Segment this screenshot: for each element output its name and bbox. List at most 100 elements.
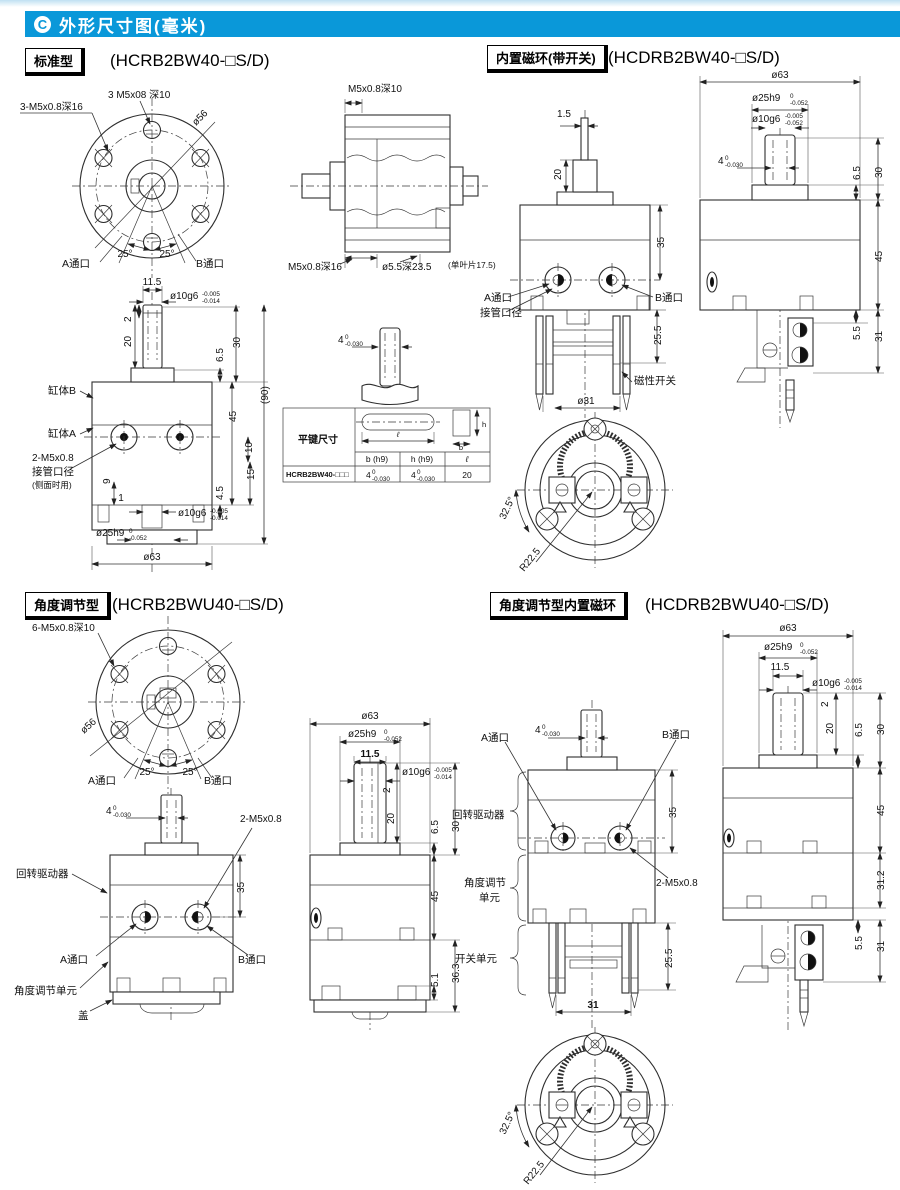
dim-label: 31 — [876, 940, 887, 952]
key-table-title: 平键尺寸 — [298, 433, 338, 446]
dim-label: ø5.5深23.5 — [382, 261, 432, 273]
tolerance: -0.014 — [434, 774, 452, 781]
dim-label: 30 — [876, 723, 887, 735]
dim-label: 4 — [106, 806, 112, 817]
angle-face-view: 6-M5x0.8深10 ø56 A通口 25° 25° B通口 — [32, 616, 248, 794]
dim-label: 3-M5x0.8深16 — [20, 101, 83, 113]
dim-label: 20 — [825, 722, 836, 734]
port-b-label: B通口 — [196, 258, 224, 270]
port-a-label: A通口 — [484, 292, 512, 304]
angle-magnet-bottom-view: 32.5° R22.5 — [498, 1027, 673, 1187]
pipe-port-label: 接管口径 — [32, 465, 74, 478]
key-h-symbol: h — [482, 420, 486, 429]
badge-standard-type: 标准型 — [25, 48, 86, 76]
cell-value: 20 — [462, 470, 472, 480]
dim-label: ø10g6 — [812, 678, 841, 689]
dim-label: 45 — [430, 890, 441, 902]
model-code-magnet: (HCDRB2BW40-□S/D) — [608, 48, 780, 67]
dim-label: 20 — [386, 812, 397, 824]
dim-label: 25° — [117, 249, 132, 260]
dim-label: 2-M5x0.8 — [32, 453, 74, 464]
dim-label: 20 — [123, 335, 134, 347]
tolerance: -0.030 — [725, 162, 743, 169]
side-use-note: (侧面时用) — [32, 480, 72, 490]
magnet-side-view: ø63 ø25h9 0 -0.052 ø10g6 -0.005 -0.052 4… — [699, 70, 885, 428]
tolerance: -0.014 — [202, 298, 220, 305]
cell-value: 4 — [366, 470, 371, 480]
port-b-label: B通口 — [238, 954, 266, 966]
angle-unit-label: 角度调节单元 — [14, 984, 77, 997]
dim-label: 35 — [656, 236, 667, 248]
dim-label: 31.2 — [876, 870, 887, 890]
tolerance: -0.030 — [345, 341, 363, 348]
key-table: 平键尺寸 ℓ b h b (h9) h (h9) ℓ HCRB2BW40-□□□… — [282, 407, 491, 483]
dim-label: 6.5 — [430, 820, 441, 834]
dim-label: 30 — [874, 166, 885, 178]
page-section-header: C 外形尺寸图(毫米) — [25, 11, 900, 37]
key-b-symbol: b — [459, 443, 463, 452]
dim-label: 10 — [244, 441, 255, 453]
tolerance: -0.005 — [210, 508, 228, 515]
col-header: h (h9) — [411, 454, 433, 464]
dim-label: 11.5 — [143, 277, 162, 288]
cylinder-a-label: 缸体A — [48, 427, 76, 440]
tolerance: 0 — [542, 724, 546, 731]
key-detail: 4 0 -0.030 — [338, 327, 419, 406]
dim-label: 9 — [102, 478, 113, 484]
dim-label: 4 — [535, 725, 541, 736]
port-b-label: B通口 — [662, 729, 690, 741]
magnet-front-view: 1.5 20 35 A通口 接管口径 B通口 25.5 磁性开关 ø31 — [480, 109, 683, 418]
magnet-bottom-view: 32.5° R22.5 — [498, 412, 673, 574]
model-code-angle: (HCRB2BWU40-□S/D) — [112, 595, 284, 614]
dim-label: ø25h9 — [348, 729, 377, 740]
dim-label: 6-M5x0.8深10 — [32, 622, 95, 634]
dim-label: 32.5° — [498, 495, 518, 521]
dim-label: R22.5 — [518, 546, 544, 574]
tolerance: -0.052 — [785, 120, 803, 127]
dim-label: M5x0.8深10 — [348, 83, 402, 95]
tolerance: -0.052 — [790, 100, 808, 107]
dim-label: 32.5° — [498, 1110, 518, 1136]
dim-label: 2 — [820, 701, 831, 707]
port-a-label: A通口 — [481, 732, 509, 744]
cylinder-b-label: 缸体B — [48, 384, 76, 397]
dim-label: ø56 — [190, 108, 210, 128]
dim-label: ø31 — [577, 396, 595, 407]
tolerance: -0.052 — [800, 649, 818, 656]
dim-label: ø10g6 — [402, 767, 431, 778]
dim-label: 45 — [874, 250, 885, 262]
dim-label: M5x0.8深16 — [288, 261, 342, 273]
port-b-label: B通口 — [655, 292, 683, 304]
standard-face-view: 3-M5x0.8深16 3 M5x08 深10 ø56 A通口 25° 25° … — [20, 89, 232, 278]
port-b-label: B通口 — [204, 775, 232, 787]
dim-label: ø56 — [79, 716, 99, 736]
dim-label: 45 — [876, 804, 887, 816]
tolerance: 0 — [790, 93, 794, 100]
dim-label: R22.5 — [522, 1159, 548, 1187]
col-header: b (h9) — [366, 454, 388, 464]
dim-label: ø63 — [361, 711, 379, 722]
tolerance: 0 — [372, 469, 376, 476]
dim-label: 25° — [182, 767, 197, 778]
dim-label: 25.5 — [664, 948, 675, 968]
dim-label: ø25h9 — [764, 642, 793, 653]
cell-value: 4 — [411, 470, 416, 480]
single-vane-note: (单叶片17.5) — [448, 260, 496, 270]
dim-label: ø63 — [143, 552, 161, 563]
dim-label: 35 — [668, 806, 679, 818]
angle-side-view: ø63 ø25h9 0 -0.052 11.5 ø10g6 -0.005 -0.… — [309, 711, 462, 1030]
dim-label: ø10g6 — [752, 114, 781, 125]
tolerance: -0.005 — [785, 113, 803, 120]
dim-label: 3 M5x08 深10 — [108, 89, 171, 101]
tolerance: 0 — [129, 528, 133, 535]
dim-label: 31 — [874, 330, 885, 342]
tolerance: -0.005 — [844, 678, 862, 685]
table-row-model: HCRB2BW40-□□□ — [286, 470, 349, 479]
dim-label: 30 — [451, 820, 462, 832]
dim-label: ø10g6 — [178, 508, 207, 519]
tolerance: 0 — [345, 334, 349, 341]
dim-label: 36.3 — [451, 963, 462, 983]
section-c-icon: C — [34, 15, 51, 33]
angle-magnet-side-view: ø63 ø25h9 0 -0.052 11.5 ø10g6 -0.005 -0.… — [722, 623, 887, 1030]
